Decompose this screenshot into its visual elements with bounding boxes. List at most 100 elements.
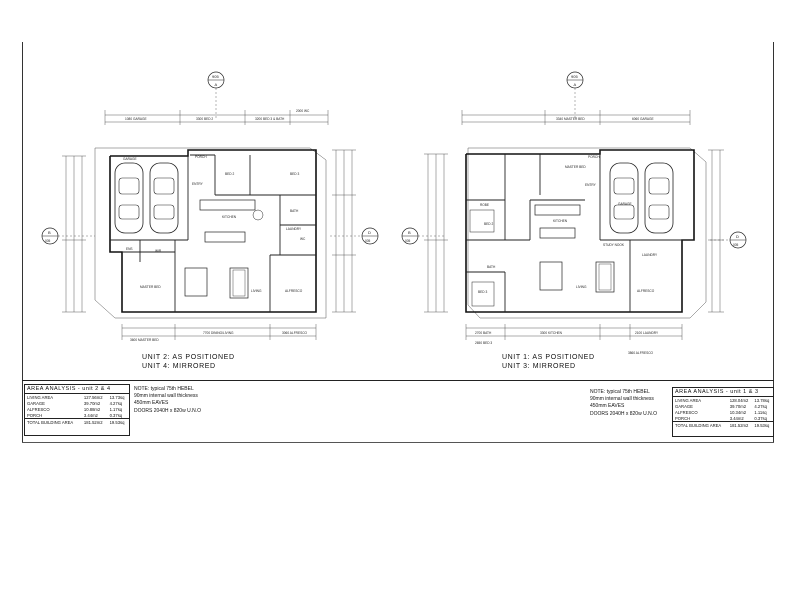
area-cell-sq: 0.37sq <box>754 415 767 421</box>
left-room-labels: BED 2 BED 3 WIR ENS MASTER BED LIVING AL… <box>126 155 306 293</box>
marker-left-label-right: B <box>408 230 411 235</box>
section-marker-left-left: B 005 <box>41 227 95 245</box>
area-cell-m2: 10.88m2 <box>83 406 101 412</box>
sheet-border-right <box>773 42 774 442</box>
room-bed2-left: BED 2 <box>225 172 234 176</box>
dim-top-1-right: 3340 MASTER BED <box>556 117 585 121</box>
right-room-labels: MASTER BED BED 2 BED 3 ROBE BATH KITCHEN… <box>478 155 658 294</box>
left-kitchen-furniture <box>184 199 264 299</box>
area-cell-m2: 39.70m2 <box>729 403 747 409</box>
notes-left-line-1: NOTE: typical 75th HEBEL <box>134 386 194 392</box>
notes-right-line-2: 90mm internal wall thickness <box>590 396 654 403</box>
left-caption-line-1: UNIT 2: AS POSITIONED <box>142 354 235 361</box>
room-laundry-right: LAUNDRY <box>642 253 658 257</box>
dim-top-4: 2000 WC <box>296 109 310 113</box>
area-total-sq: 19.53sq <box>754 422 770 428</box>
garage-label-left: GARAGE <box>123 157 137 161</box>
dim-bottom-4-right: 3300 KITCHEN <box>540 331 563 335</box>
marker-top-label: 905 <box>212 74 219 79</box>
dim-bottom-7-right: 2650 BED 3 <box>475 341 492 345</box>
area-cell-sq: 4.27sq <box>754 403 767 409</box>
room-ens-left: ENS <box>126 247 133 251</box>
right-caption-line-2: UNIT 3: MIRRORED <box>502 363 576 370</box>
dim-bottom-6: 3060 ALFRESCO <box>282 331 308 335</box>
notes-right: NOTE: typical 75th HEBEL 90mm internal w… <box>590 389 657 418</box>
area-cell-sq: 1.11sq <box>754 409 767 415</box>
notes-right-line-1: NOTE: typical 75th HEBEL <box>590 389 650 395</box>
room-bath-left: BATH <box>290 209 299 213</box>
sheet-border-bottom <box>22 442 774 443</box>
area-cell-name: LIVING AREA <box>27 394 54 400</box>
right-kitchen-furniture <box>469 204 615 307</box>
area-total-name: TOTAL BUILDING AREA <box>675 422 722 428</box>
marker-left-label: B <box>48 230 51 235</box>
marker-top-label-right: 905 <box>571 74 578 79</box>
dim-top-3: 3200 BED 3 & BATH <box>255 117 285 121</box>
left-top-dimensions: 1080 GARAGE 3300 BED 2 3200 BED 3 & BATH… <box>104 109 329 125</box>
eaves-outline-left <box>94 147 327 319</box>
section-marker-left-right: B 005 <box>401 227 445 245</box>
room-master-left: MASTER BED <box>140 285 161 289</box>
garage-label-right: GARAGE <box>618 202 632 206</box>
area-cell-sq: 13.73sq <box>109 394 125 400</box>
marker-left-sub-right: 005 <box>405 239 411 243</box>
area-row: LIVING AREA 127.56m2 13.73sq <box>25 394 129 400</box>
room-bed2-right: BED 2 <box>484 222 493 226</box>
area-cell-sq: 13.78sq <box>754 397 770 403</box>
marker-right-sub-right: 005 <box>733 243 739 247</box>
notes-left-line-2: 90mm internal wall thickness <box>134 393 198 400</box>
area-total-sq: 19.53sq <box>109 419 125 425</box>
dim-top-1: 1080 GARAGE <box>125 117 147 121</box>
right-bottom-dimensions: 2700 BATH 3300 KITCHEN 2100 LAUNDRY 3860… <box>465 324 683 355</box>
room-kitchen-right: KITCHEN <box>553 219 568 223</box>
notes-left: NOTE: typical 75th HEBEL 90mm internal w… <box>134 386 201 415</box>
right-internal-walls <box>466 150 694 312</box>
notes-right-line-3: 450mm EAVES <box>590 403 625 410</box>
room-laundry-left: LAUNDRY <box>286 227 302 231</box>
right-unit-caption: UNIT 1: AS POSITIONED UNIT 3: MIRRORED <box>502 353 595 371</box>
area-cell-m2: 3.44m2 <box>83 412 98 418</box>
left-garage-cars: GARAGE <box>114 157 179 234</box>
room-robe-right: ROBE <box>480 203 489 207</box>
right-side-dimensions <box>424 149 724 313</box>
area-cell-name: PORCH <box>675 415 691 421</box>
room-study-right: STUDY NOOK <box>603 243 625 247</box>
room-bed3-right: BED 3 <box>478 290 487 294</box>
area-total-m2: 181.52m2 <box>83 419 103 425</box>
room-living-right: LIVING <box>576 285 587 289</box>
area-cell-name: GARAGE <box>675 403 693 409</box>
left-internal-walls <box>110 150 316 312</box>
notes-left-line-3: 450mm EAVES <box>134 400 169 407</box>
dim-top-2-right: 6060 GARAGE <box>632 117 654 121</box>
marker-top-sub-right: A <box>574 82 577 87</box>
area-cell-name: ALFRESCO <box>27 406 50 412</box>
section-marker-top-right: 905 A <box>566 71 584 118</box>
area-cell-m2: 10.34m2 <box>729 409 747 415</box>
sheet-border-left <box>22 42 23 442</box>
room-kitchen-left: KITCHEN <box>222 215 237 219</box>
room-alfresco-left: ALFRESCO <box>285 289 303 293</box>
dim-bottom-7: 3600 MASTER BED <box>130 338 159 342</box>
dim-bottom-3-right: 2700 BATH <box>475 331 492 335</box>
room-living-left: LIVING <box>251 289 262 293</box>
marker-right-label: D <box>368 230 371 235</box>
area-row: GARAGE 39.70m2 4.27sq <box>673 403 773 409</box>
right-garage-cars: GARAGE <box>609 162 674 234</box>
room-wir-left: WIR <box>155 249 162 253</box>
marker-right-sub: 005 <box>365 239 371 243</box>
room-entry-right: ENTRY <box>585 183 597 187</box>
area-cell-sq: 0.37sq <box>109 412 123 418</box>
section-marker-top-left: 905 A <box>207 71 225 118</box>
area-cell-sq: 4.27sq <box>109 400 123 406</box>
dim-bottom-6-right: 3860 ALFRESCO <box>628 351 654 355</box>
area-cell-m2: 127.56m2 <box>83 394 103 400</box>
